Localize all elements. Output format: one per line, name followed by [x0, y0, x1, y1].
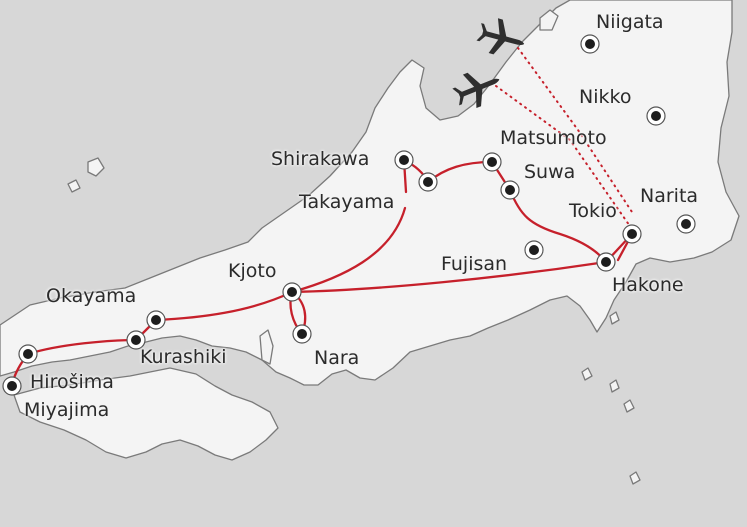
- city-label-miyajima: Miyajima: [24, 399, 110, 421]
- flight-path-2: [495, 85, 635, 233]
- city-marker-okayama: [146, 310, 166, 330]
- shikoku-landmass: [13, 367, 279, 461]
- city-marker-hirosima: [18, 344, 38, 364]
- city-marker-suwa: [500, 180, 520, 200]
- city-marker-kurashiki: [126, 330, 146, 350]
- oki-island: [87, 157, 105, 177]
- sado-island: [539, 9, 559, 31]
- city-label-narita: Narita: [640, 185, 699, 207]
- city-label-suwa: Suwa: [524, 161, 576, 183]
- city-label-matsumoto: Matsumoto: [500, 127, 607, 149]
- city-marker-nara: [292, 324, 312, 344]
- city-label-hakone: Hakone: [612, 274, 684, 296]
- city-marker-matsumoto: [482, 152, 502, 172]
- route-suwa-hakone: [508, 188, 608, 264]
- izu-island-2: [581, 367, 593, 381]
- city-marker-nikko: [646, 106, 666, 126]
- city-label-niigata: Niigata: [596, 11, 664, 33]
- city-label-fujisan: Fujisan: [441, 253, 508, 275]
- awaji-island: [259, 329, 274, 365]
- flight-paths: [495, 47, 635, 233]
- city-label-kjoto: Kjoto: [228, 260, 277, 282]
- izu-island-4: [623, 399, 635, 413]
- city-marker-narita: [676, 214, 696, 234]
- city-marker-kjoto: [282, 282, 302, 302]
- city-marker-fujisan: [524, 240, 544, 260]
- izu-island-3: [609, 379, 620, 393]
- flight-path-1: [517, 47, 633, 213]
- city-marker-niigata: [580, 34, 600, 54]
- city-label-hirosima: Hirošima: [30, 371, 114, 393]
- city-marker-takayama: [418, 172, 438, 192]
- city-marker-hakone: [596, 252, 616, 272]
- city-marker-shirakawa: [394, 150, 414, 170]
- small-island-1: [67, 179, 81, 193]
- city-label-okayama: Okayama: [46, 285, 137, 307]
- city-markers: [2, 34, 696, 396]
- izu-island-5: [629, 471, 641, 485]
- city-label-kurashiki: Kurashiki: [140, 346, 227, 368]
- city-label-nara: Nara: [314, 347, 360, 369]
- city-label-takayama: Takayama: [299, 191, 395, 213]
- city-label-nikko: Nikko: [579, 86, 632, 108]
- airplane-icon: [476, 18, 525, 55]
- city-marker-miyajima: [2, 376, 22, 396]
- city-label-shirakawa: Shirakawa: [271, 148, 370, 170]
- city-label-tokio: Tokio: [569, 200, 617, 222]
- airplane-icon: [452, 72, 500, 109]
- route-hakone-kjoto: [290, 260, 608, 294]
- route-kjoto-takayama: [290, 206, 407, 294]
- izu-island-1: [609, 311, 620, 325]
- city-marker-tokio: [622, 224, 642, 244]
- route-kjoto-okayama: [154, 290, 294, 322]
